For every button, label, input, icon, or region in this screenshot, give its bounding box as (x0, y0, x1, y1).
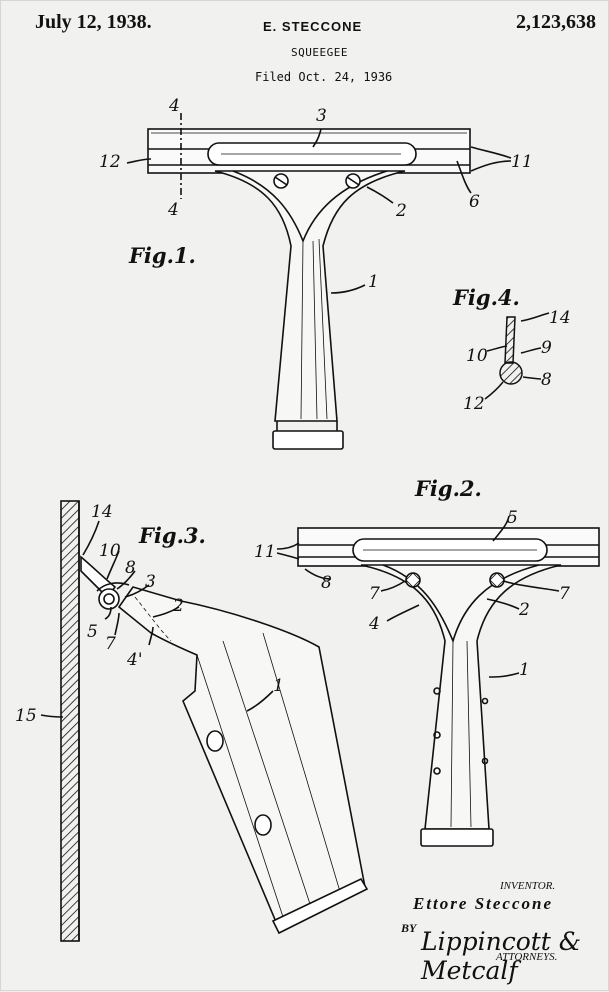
fig2-ref-4: 4 (368, 614, 380, 634)
fig3-ref-1: 1 (273, 676, 284, 696)
fig1-ref-4-top: 4 (168, 96, 180, 116)
fig3-ref-5: 5 (87, 622, 98, 642)
fig3-ref-10: 10 (99, 541, 121, 561)
attorney-signature: Lippincott & Metcalf (421, 927, 582, 985)
fig4-ref-9: 9 (541, 338, 552, 358)
fig3-ref-14: 14 (91, 502, 113, 522)
patent-number: 2,123,638 (516, 11, 596, 33)
fig1-ref-6: 6 (469, 192, 480, 212)
figure-2-squeegee-rear (276, 515, 600, 847)
fig2-ref-11: 11 (254, 542, 276, 562)
fig3-label: Fig.3. (138, 523, 206, 548)
fig2-ref-2: 2 (518, 600, 530, 620)
fig1-label: Fig.1. (128, 243, 196, 268)
fig2-ref-8: 8 (321, 573, 332, 593)
by-label: BY (401, 921, 417, 935)
fig3-ref-2: 2 (172, 596, 184, 616)
figure-3-squeegee-on-window (40, 500, 369, 942)
fig4-label: Fig.4. (452, 285, 520, 310)
inventor-signature-name: Ettore Steccone (413, 894, 554, 913)
patent-title: SQUEEGEE (291, 46, 348, 59)
fig3-ref-15: 15 (15, 706, 37, 726)
fig4-ref-14: 14 (549, 308, 571, 328)
fig3-ref-7: 7 (105, 634, 116, 654)
inventor-label: INVENTOR. (500, 880, 556, 892)
patent-date: July 12, 1938. (35, 11, 152, 33)
fig1-ref-2: 2 (395, 201, 407, 221)
fig2-label: Fig.2. (414, 476, 482, 501)
fig3-ref-3: 3 (145, 572, 156, 592)
figure-4-blade-section (484, 312, 550, 400)
fig4-ref-10: 10 (466, 346, 488, 366)
filing-date: Filed Oct. 24, 1936 (255, 70, 393, 84)
fig1-ref-4-bottom: 4 (167, 200, 179, 220)
fig1-ref-1: 1 (368, 272, 379, 292)
fig1-ref-12: 12 (99, 152, 121, 172)
fig2-ref-7-right: 7 (559, 584, 570, 604)
fig1-ref-3: 3 (316, 106, 327, 126)
fig4-ref-12: 12 (463, 394, 485, 414)
fig3-ref-4: 4' (126, 650, 143, 670)
fig2-ref-5: 5 (507, 508, 518, 528)
fig2-ref-1: 1 (519, 660, 530, 680)
attorneys-label: ATTORNEYS. (496, 951, 558, 963)
fig4-ref-8: 8 (541, 370, 552, 390)
fig1-ref-11: 11 (511, 152, 533, 172)
fig2-ref-7-left: 7 (369, 584, 380, 604)
inventor-name-header: E. STECCONE (263, 19, 363, 34)
figure-1-squeegee-front (126, 113, 512, 450)
fig3-ref-8: 8 (125, 558, 136, 578)
